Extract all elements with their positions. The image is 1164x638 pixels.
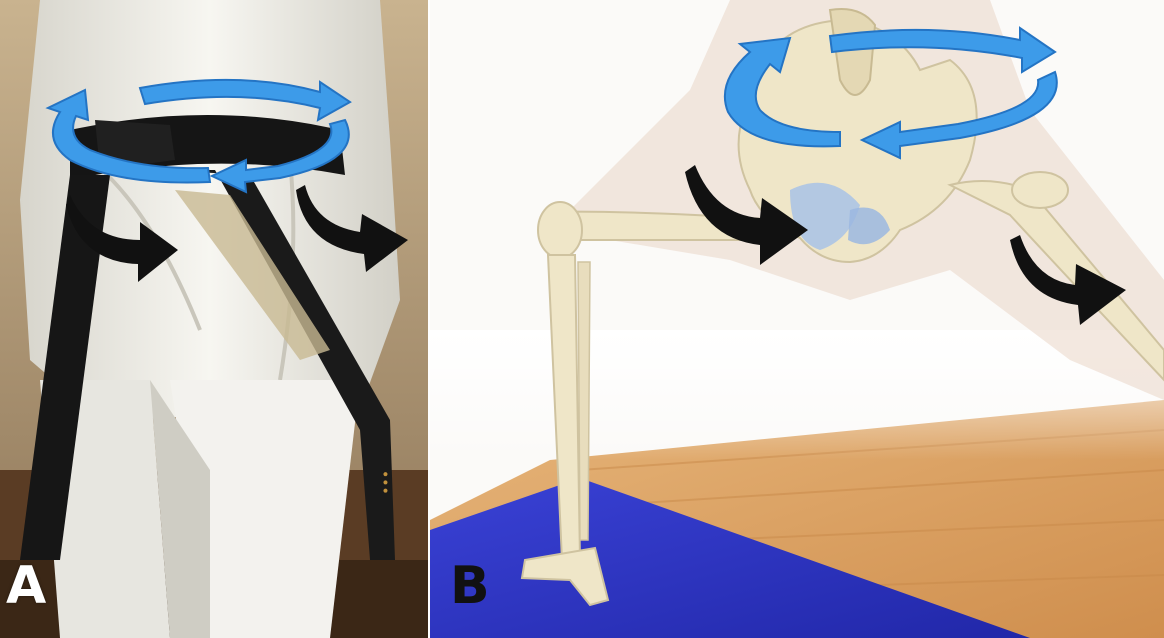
panel-b-skeleton-render: B (430, 0, 1164, 638)
curved-direction-arrow-icon (430, 0, 1164, 638)
panel-a-photo: ••• A (0, 0, 428, 638)
panel-label-b: B (450, 560, 490, 612)
panel-label-a: A (6, 560, 46, 612)
curved-direction-arrow-icon (0, 0, 428, 638)
